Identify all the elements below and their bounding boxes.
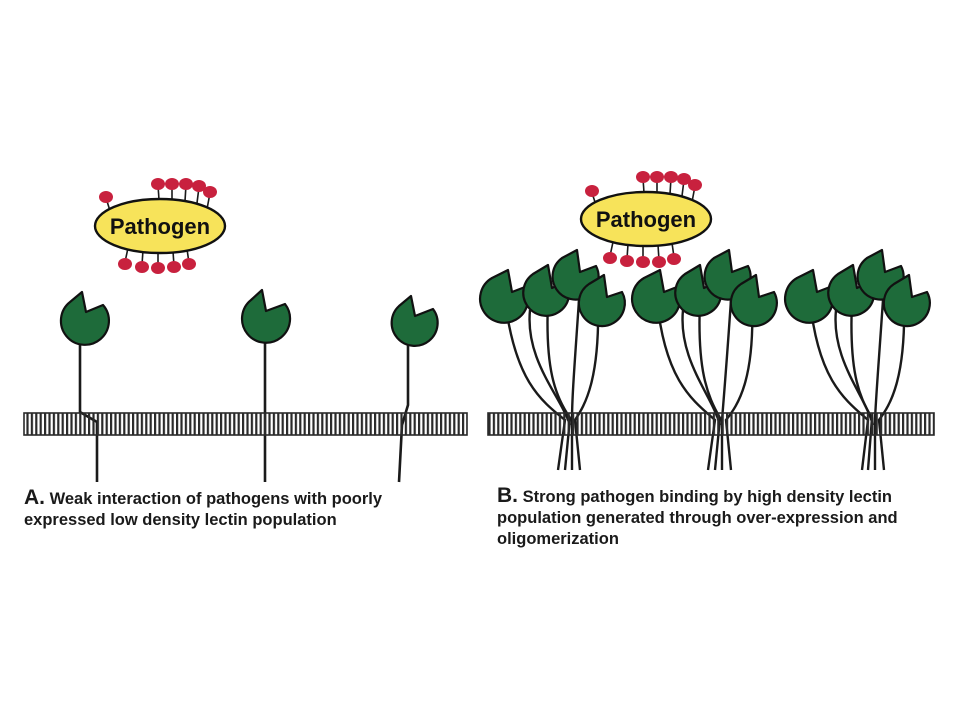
pathogen-a: Pathogen bbox=[93, 178, 227, 274]
panel-b: Pathogen bbox=[478, 171, 935, 471]
lectin-head bbox=[59, 290, 111, 346]
lectin-heads-a bbox=[59, 288, 439, 347]
lectin-heads-b bbox=[478, 248, 931, 328]
caption-text-a: Weak interaction of pathogens with poorl… bbox=[24, 490, 383, 529]
lectin-head bbox=[783, 268, 835, 324]
pathogen-label-a: Pathogen bbox=[110, 214, 210, 239]
lectin-head bbox=[630, 268, 682, 324]
caption-panel-b: B. Strong pathogen binding by high densi… bbox=[497, 485, 937, 550]
caption-panel-a: A. Weak interaction of pathogens with po… bbox=[24, 487, 464, 531]
panel-letter-b: B. bbox=[497, 484, 518, 507]
pathogen-b: Pathogen bbox=[579, 171, 713, 268]
lectin-head bbox=[240, 288, 292, 344]
membrane-a bbox=[23, 412, 468, 436]
panel-a: Pathogen bbox=[23, 178, 468, 483]
panel-letter-a: A. bbox=[24, 486, 45, 509]
lectin-head bbox=[729, 273, 778, 328]
lectin-head bbox=[577, 273, 626, 328]
caption-text-b: Strong pathogen binding by high density … bbox=[497, 488, 898, 548]
lectin-head bbox=[478, 268, 530, 324]
pathogen-label-b: Pathogen bbox=[596, 207, 696, 232]
lectin-stalks-a bbox=[78, 330, 410, 483]
membrane-b bbox=[487, 412, 935, 436]
lectin-head bbox=[390, 294, 439, 347]
lectin-head bbox=[882, 273, 931, 328]
